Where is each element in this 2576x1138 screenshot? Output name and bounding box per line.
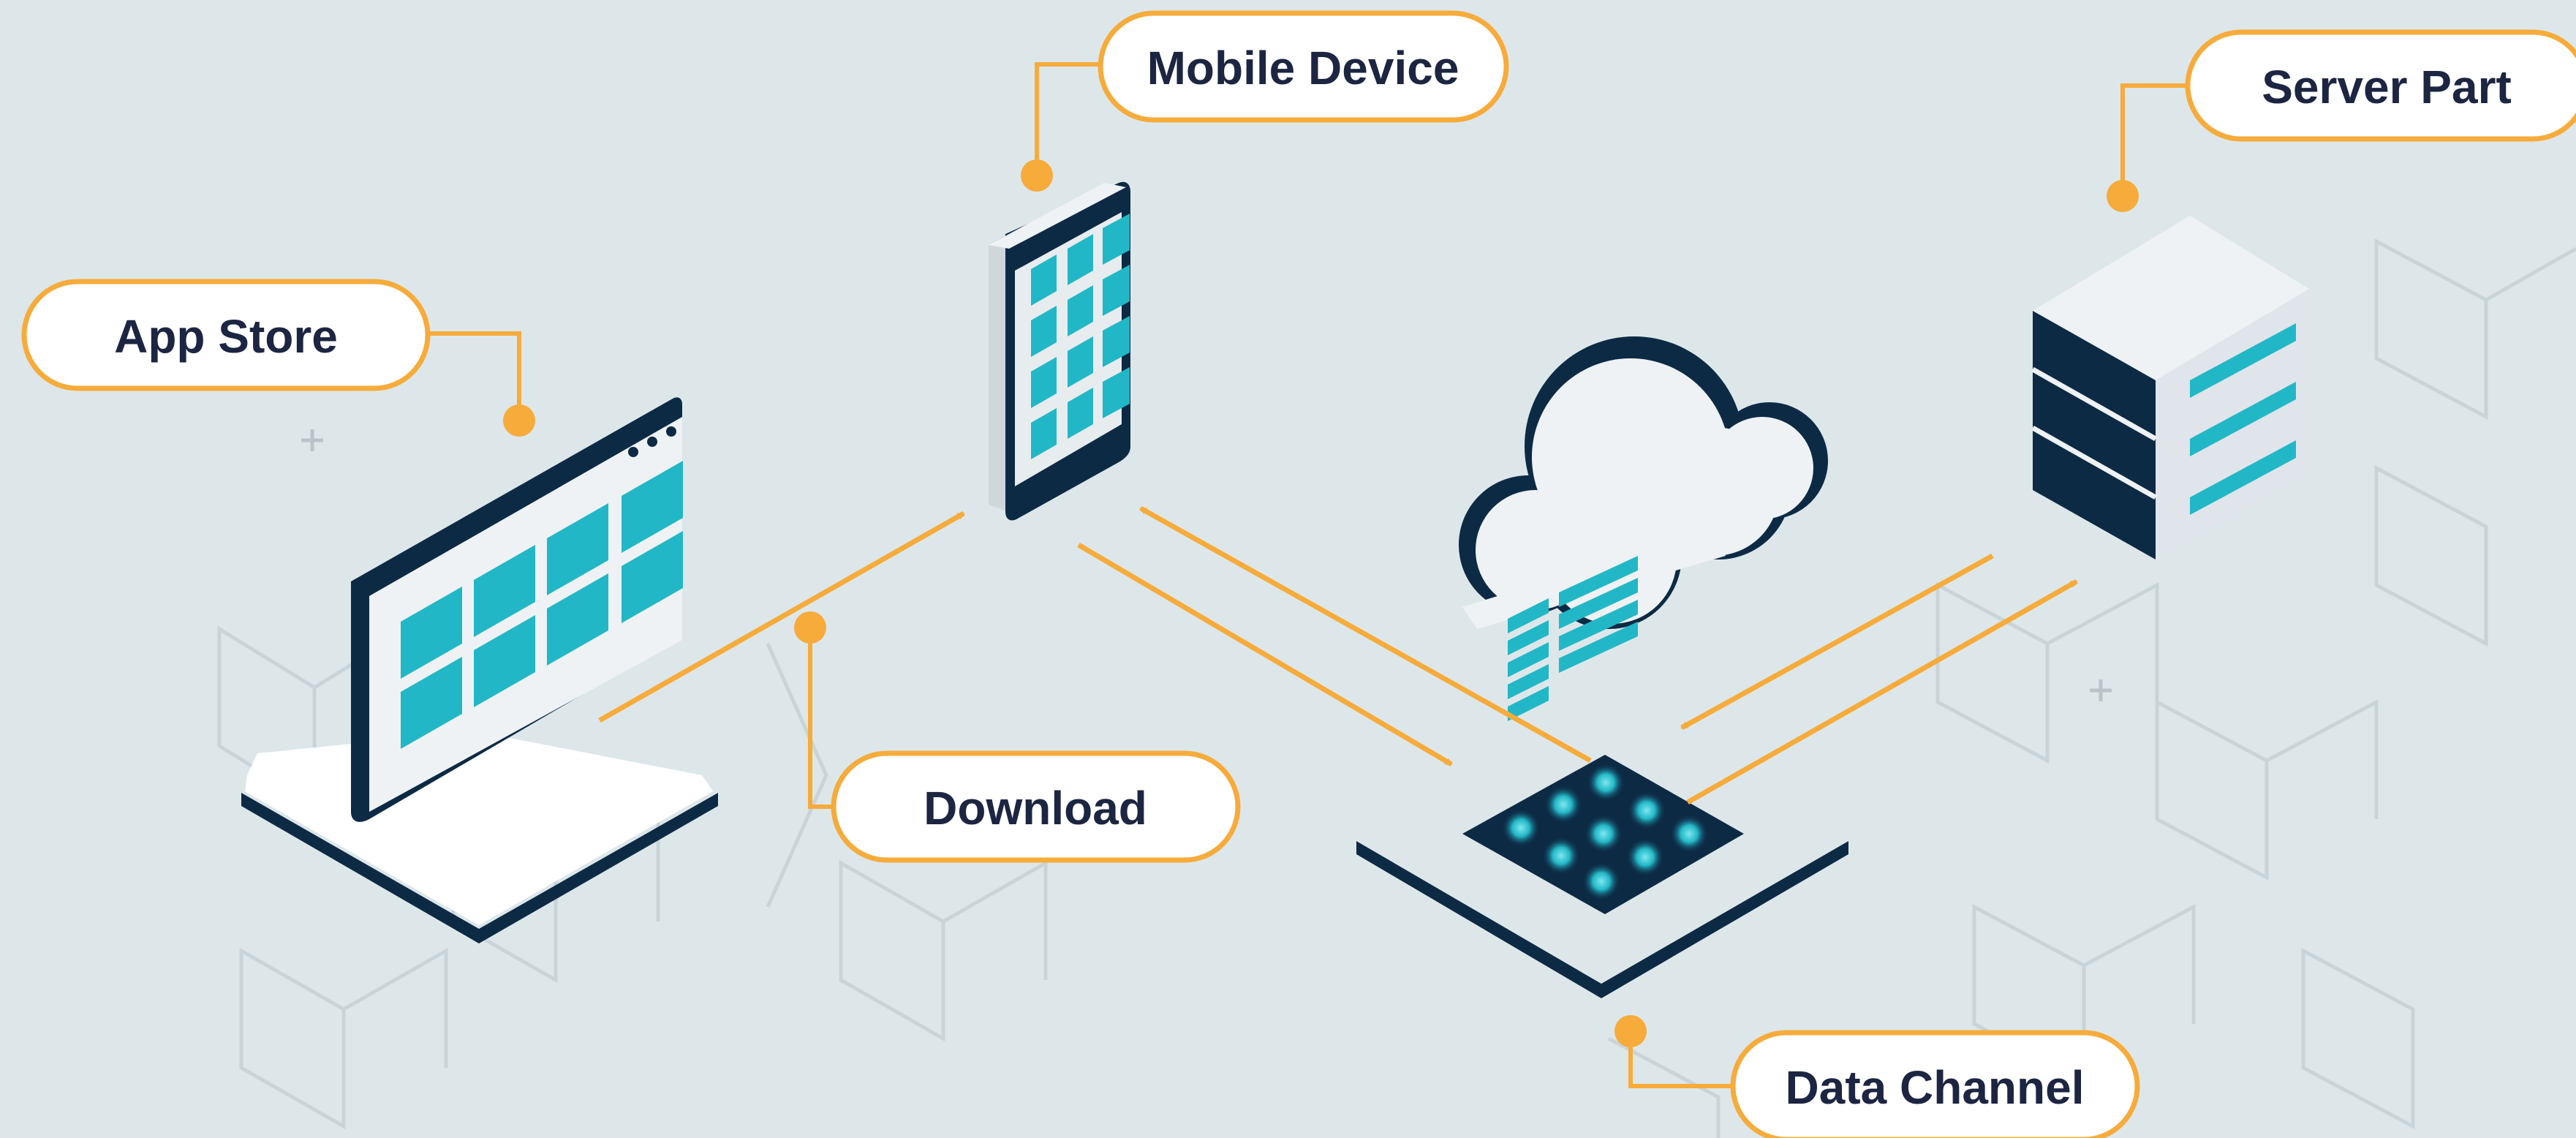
server-dividers [2031, 366, 2157, 500]
phone-top-bezel [989, 183, 1126, 249]
label-pill [831, 750, 1241, 863]
connector-dot [1021, 159, 1053, 192]
label-server-part: Server Part [2262, 61, 2512, 113]
callout-app-store: App Store [21, 279, 535, 437]
cloud-data-bars [1508, 556, 1638, 721]
label-data-channel: Data Channel [1786, 1061, 2085, 1114]
connector-dot [794, 611, 826, 644]
server-top [2033, 216, 2309, 380]
label-download: Download [923, 782, 1147, 834]
arrow-chip-to-server [1686, 579, 2078, 805]
arrow-download [598, 510, 965, 723]
phone-icon [989, 181, 1130, 521]
label-mobile-device: Mobile Device [1147, 42, 1459, 94]
chip-lights [1502, 764, 1708, 900]
callout-download: Download [794, 611, 1241, 863]
phone-tiles [1031, 214, 1130, 459]
cloud-icon [1459, 336, 1828, 721]
connector-dot [2107, 180, 2139, 212]
callout-server-part: Server Part [2107, 29, 2576, 212]
laptop-tiles [401, 461, 683, 749]
laptop-icon [241, 397, 718, 943]
label-pill [1098, 10, 1509, 123]
connector-dot [503, 404, 535, 437]
arrow-phone-to-chip [1077, 542, 1453, 767]
server-icon [2031, 216, 2309, 559]
chip-icon [1356, 702, 1848, 998]
server-slots [2190, 323, 2296, 515]
arrow-server-to-chip [1680, 553, 1994, 731]
label-pill [1730, 1030, 2140, 1138]
label-pill [21, 279, 431, 391]
label-pill [2185, 29, 2576, 142]
flow-arrows [598, 505, 2078, 805]
callout-data-channel: Data Channel [1614, 1015, 2140, 1138]
window-dots-icon [628, 426, 676, 457]
connector-dot [1614, 1015, 1647, 1047]
callout-mobile-device: Mobile Device [1021, 10, 1509, 192]
server-left [2033, 311, 2156, 559]
phone-side [989, 233, 1009, 512]
arrow-chip-to-phone [1139, 505, 1592, 764]
label-app-store: App Store [114, 310, 338, 363]
plus-marks [301, 429, 2112, 701]
